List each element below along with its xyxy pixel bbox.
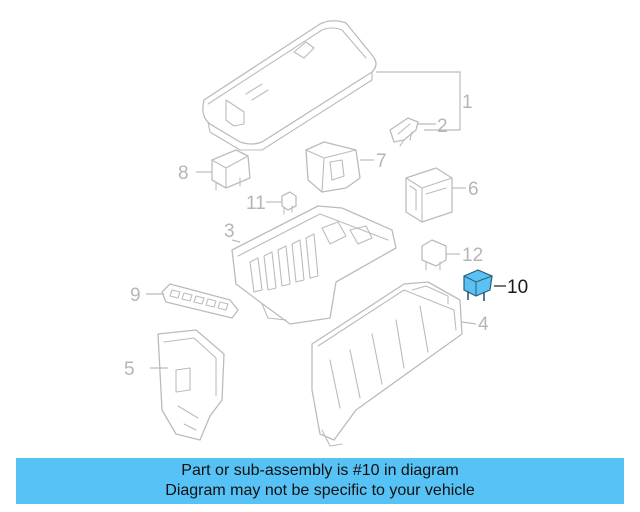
banner-line-disclaimer: Diagram may not be specific to your vehi… — [165, 482, 475, 499]
part-8-relay — [211, 149, 251, 191]
part-3-fuse-block — [231, 205, 397, 325]
callout-2[interactable]: 2 — [437, 116, 448, 137]
callout-8[interactable]: 8 — [178, 163, 189, 184]
part-10-fuse — [463, 269, 493, 301]
callout-10[interactable]: 10 — [507, 277, 528, 298]
callout-6[interactable]: 6 — [468, 179, 479, 200]
part-2-clip — [389, 117, 419, 147]
callout-numbers: 1 2 3 4 5 6 7 8 9 10 11 12 — [124, 92, 528, 380]
parts-diagram: 1 2 3 4 5 6 7 8 9 10 11 12 — [124, 20, 528, 447]
part-12-fuse — [421, 239, 447, 271]
part-6-relay-housing — [405, 167, 453, 223]
part-7-connector — [305, 141, 361, 193]
leader-lines — [146, 71, 506, 369]
part-9-fuse-strip — [161, 283, 239, 319]
info-banner: Part or sub-assembly is #10 in diagram D… — [16, 458, 624, 504]
part-5-bracket — [157, 329, 225, 441]
part-11-mini-fuse — [281, 191, 297, 215]
banner-line-part-number: Part or sub-assembly is #10 in diagram — [181, 462, 459, 479]
callout-4[interactable]: 4 — [478, 314, 489, 335]
callout-11[interactable]: 11 — [246, 193, 266, 214]
callout-7[interactable]: 7 — [376, 151, 387, 172]
part-1-cover — [202, 20, 377, 151]
callout-1[interactable]: 1 — [462, 92, 473, 113]
callout-5[interactable]: 5 — [124, 359, 135, 380]
part-4-tray — [311, 281, 463, 447]
callout-9[interactable]: 9 — [130, 285, 141, 306]
callout-12[interactable]: 12 — [462, 245, 483, 266]
callout-3[interactable]: 3 — [224, 221, 235, 242]
